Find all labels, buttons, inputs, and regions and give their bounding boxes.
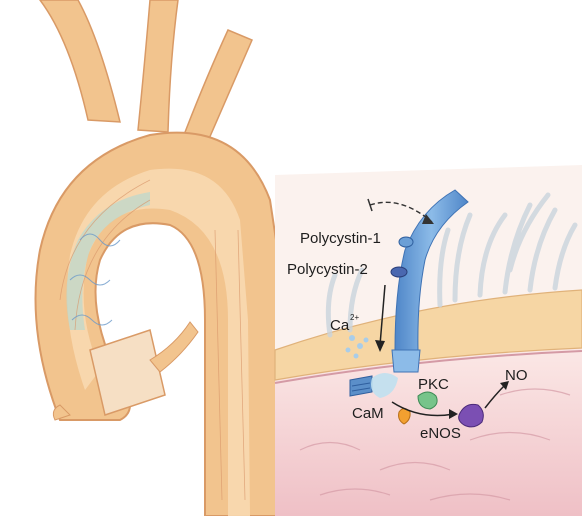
label-enos: eNOS [420, 426, 461, 441]
polycystin-1-protein [399, 237, 413, 247]
aorta [36, 0, 289, 516]
channel-stack [350, 376, 372, 396]
label-cam: CaM [352, 406, 384, 421]
basal-body [392, 350, 420, 372]
branch-vessel-right [182, 30, 252, 148]
label-pkc: PKC [418, 377, 449, 392]
small-branch-right [150, 322, 198, 372]
branch-vessel-left [40, 0, 120, 122]
label-calcium: Ca [330, 318, 349, 333]
branch-vessel-middle [138, 0, 178, 132]
detail-panel [275, 165, 582, 516]
label-calcium-charge: 2+ [350, 314, 359, 322]
polycystin-2-protein [391, 267, 407, 277]
label-polycystin-2: Polycystin-2 [287, 262, 368, 277]
label-polycystin-1: Polycystin-1 [300, 231, 381, 246]
label-no: NO [505, 368, 528, 383]
